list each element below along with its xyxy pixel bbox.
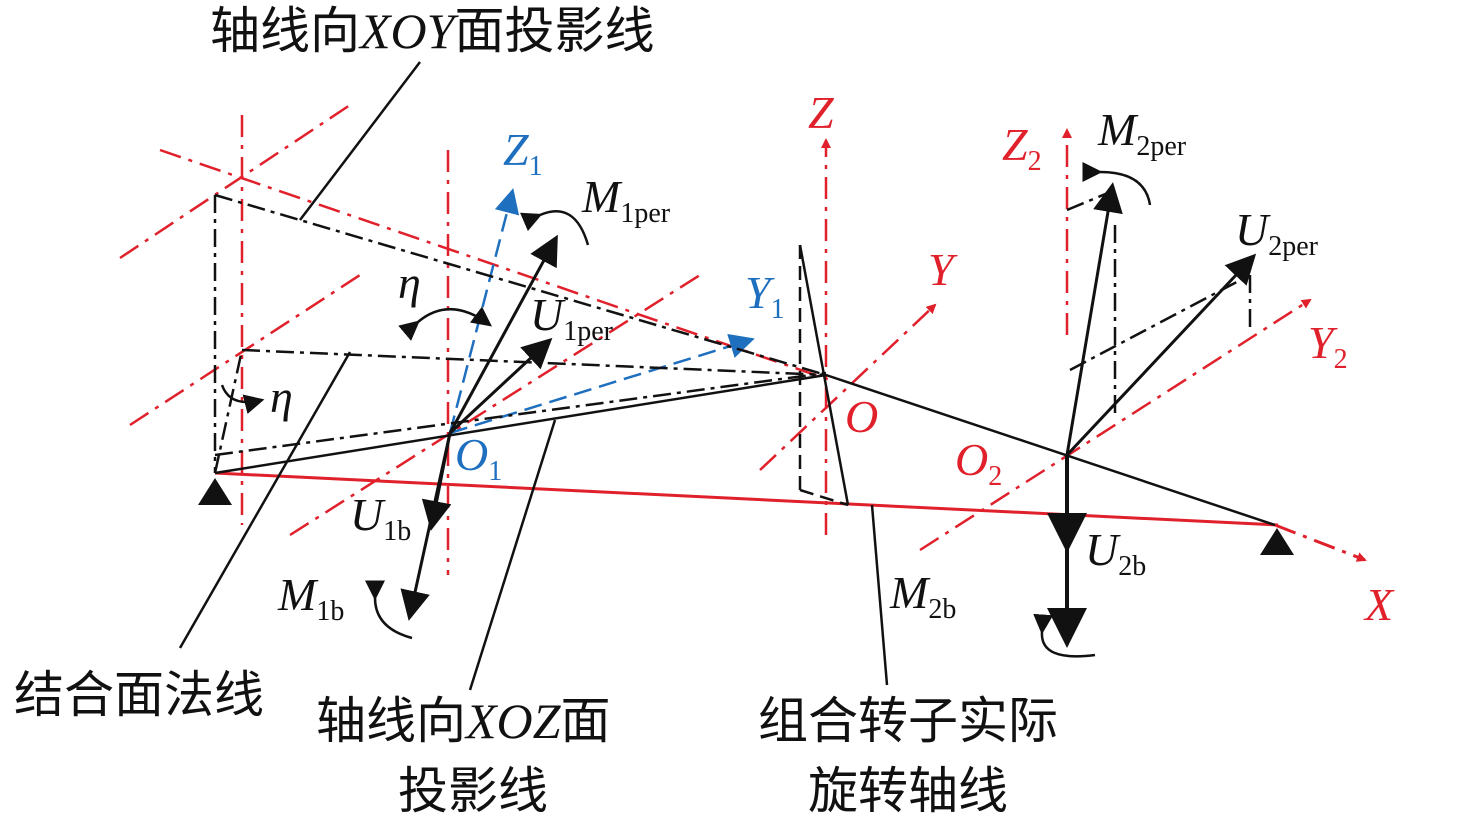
leader-xoz — [468, 419, 557, 691]
lower-dashdot — [214, 371, 827, 457]
label-m2b: M2b — [889, 567, 956, 625]
label-u2b: U2b — [1085, 524, 1146, 582]
left-support-triangle — [198, 478, 232, 505]
leader-lines — [178, 61, 889, 691]
callout-xoz-projection-line2: 投影线 — [398, 762, 548, 820]
m2per-vector — [1065, 182, 1123, 456]
label-eta-lower: η — [270, 371, 293, 422]
xoy-projection-upper — [214, 193, 827, 377]
leader-xoy — [299, 61, 421, 221]
y2-axis-line — [919, 298, 1312, 552]
rotor-axis-right — [825, 373, 1276, 527]
label-z1: Z1 — [503, 124, 543, 182]
m1b-vector — [400, 432, 452, 621]
label-m1b: M1b — [277, 569, 344, 627]
label-y2: Y2 — [1308, 317, 1348, 375]
label-o1: O1 — [455, 429, 502, 487]
callout-actual-axis-line1: 组合转子实际 — [758, 692, 1058, 750]
label-z2: Z2 — [1002, 119, 1042, 177]
o1-local-axes — [448, 188, 755, 435]
actual-rotation-axis-line — [798, 244, 850, 506]
callout-actual-axis-line2: 旋转轴线 — [808, 762, 1008, 820]
plane-diagonal-1 — [119, 103, 351, 260]
leader-normal — [178, 351, 352, 649]
reference-axes — [119, 103, 1367, 575]
construction-lines — [213, 188, 1276, 527]
callout-xoz-projection-line1: 轴线向XOZ面 — [316, 692, 610, 750]
plane-rect-bottom — [799, 488, 849, 507]
label-u1per: U1per — [530, 289, 614, 347]
rotor-axis-main — [214, 373, 827, 475]
eta-lower-arc — [220, 384, 265, 414]
eta-upper-arc — [398, 306, 493, 341]
u1per-vector — [448, 337, 553, 435]
x-axis-dashed-extension — [1274, 523, 1367, 562]
normal-line — [213, 349, 244, 474]
xoz-projection-lower — [241, 348, 827, 377]
label-m2per: M2per — [1097, 104, 1187, 162]
right-support-triangle — [1260, 528, 1294, 555]
leader-actual-axis — [870, 504, 889, 686]
vectors — [400, 182, 1257, 648]
m1per-vector — [448, 234, 558, 434]
rotation-arcs — [220, 161, 1152, 658]
label-o: O — [845, 391, 878, 442]
label-eta-upper: η — [398, 257, 421, 308]
y1-axis-line — [449, 333, 755, 435]
m2per-rotation-arc — [1082, 161, 1152, 206]
callout-xoy-projection: 轴线向XOY面投影线 — [210, 2, 654, 60]
label-y: Y — [928, 244, 958, 295]
y-axis-line — [759, 303, 937, 471]
x-axis-solid — [214, 471, 1279, 527]
plane-diagonal-3 — [289, 273, 701, 537]
label-x: X — [1363, 579, 1395, 630]
label-m1per: M1per — [581, 171, 671, 229]
label-u1b: U1b — [350, 489, 411, 547]
label-o2: O2 — [955, 434, 1002, 492]
m1b-rotation-arc — [364, 580, 413, 640]
label-z: Z — [808, 87, 834, 138]
callout-normal: 结合面法线 — [14, 666, 264, 724]
m1per-rotation-arc — [519, 210, 590, 246]
upper-plane-line — [159, 148, 831, 382]
m2b-rotation-arc — [1033, 613, 1096, 658]
u2per-vector — [1065, 253, 1257, 457]
label-y1: Y1 — [745, 267, 785, 325]
z1-axis-line — [448, 188, 520, 434]
label-u2per: U2per — [1235, 204, 1319, 262]
